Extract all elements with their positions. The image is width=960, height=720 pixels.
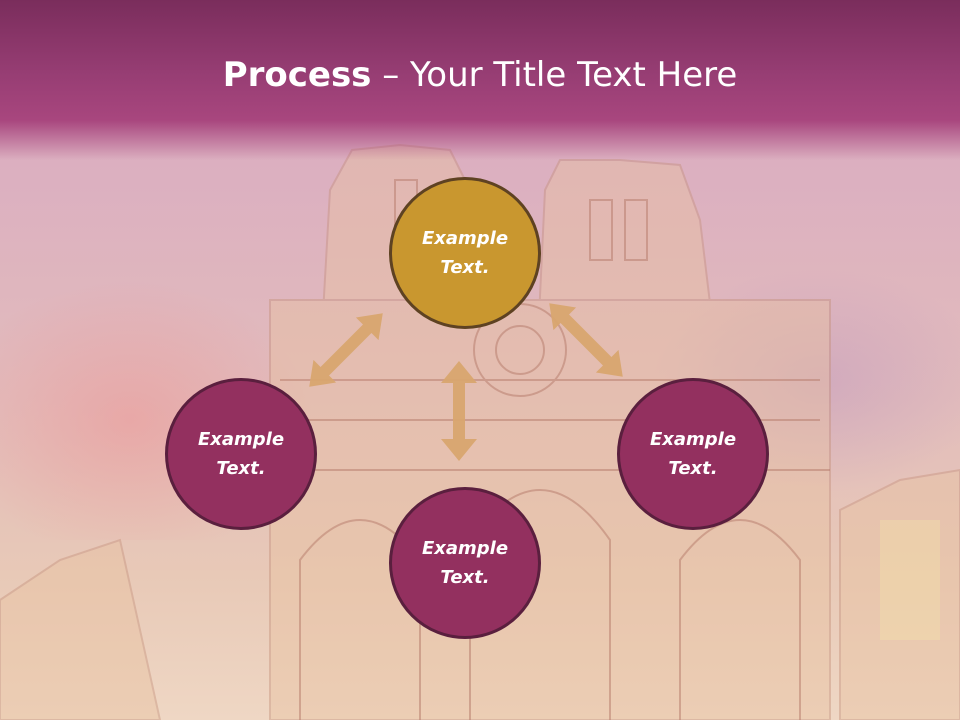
step-circle-right: Example Text. bbox=[617, 378, 769, 530]
step-bottom-line1: Example bbox=[421, 538, 509, 559]
step-top-line1: Example bbox=[421, 228, 509, 249]
step-left-line1: Example bbox=[197, 429, 285, 450]
title-rest: – Your Title Text Here bbox=[382, 55, 738, 95]
arrow-top-right bbox=[549, 303, 623, 377]
step-bottom-line2: Text. bbox=[440, 567, 490, 588]
title-bar bbox=[0, 0, 960, 160]
step-left-line2: Text. bbox=[216, 458, 266, 479]
arrow-vertical bbox=[441, 361, 477, 461]
title-bold: Process bbox=[222, 55, 372, 95]
arrow-top-left bbox=[309, 313, 383, 387]
step-right-line1: Example bbox=[649, 429, 737, 450]
step-circle-left: Example Text. bbox=[165, 378, 317, 530]
step-right-line2: Text. bbox=[668, 458, 718, 479]
step-top-line2: Text. bbox=[440, 257, 490, 278]
slide-title: Process – Your Title Text Here bbox=[0, 52, 960, 98]
step-circle-top: Example Text. bbox=[389, 177, 541, 329]
step-circle-bottom: Example Text. bbox=[389, 487, 541, 639]
